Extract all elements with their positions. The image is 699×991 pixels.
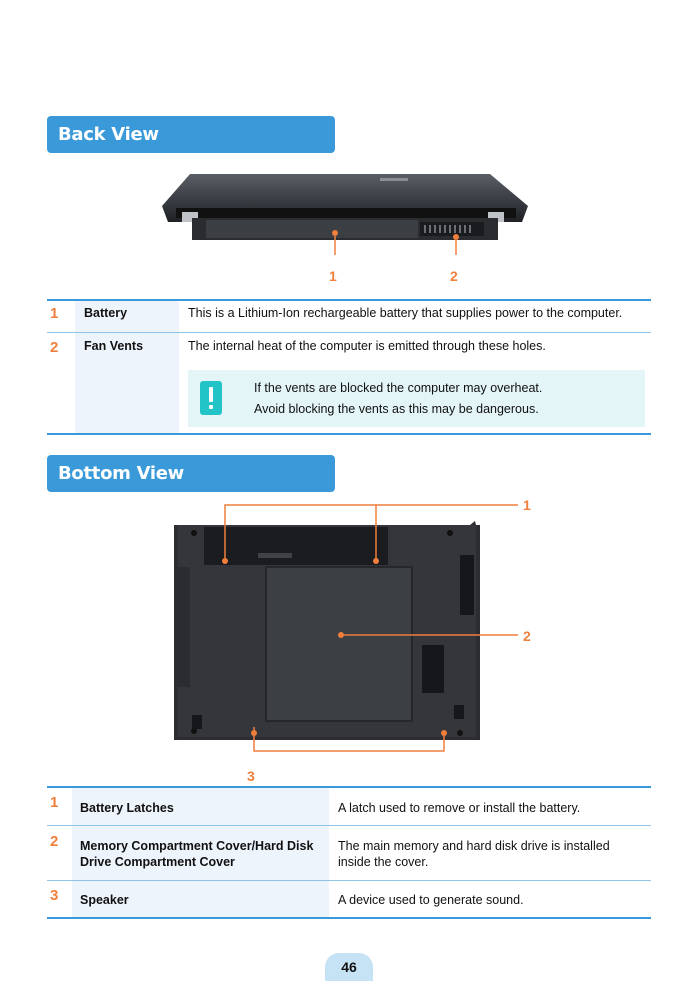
callout-2: 2 [523,628,531,644]
callout-3: 3 [247,768,255,784]
row-label: Speaker [80,893,129,907]
row-description: A device used to generate sound. [338,893,524,907]
row-number: 2 [50,833,59,850]
row-number: 1 [50,305,59,322]
row-label: Battery [84,306,128,320]
callout-1: 1 [329,268,337,284]
table-bottom-rule [47,917,651,919]
page-number: 46 [325,953,373,981]
label-column-shade [72,788,329,918]
section-title-bottom-view: Bottom View [47,455,335,492]
label-column-shade [75,301,179,434]
row-description-line-2: inside the cover. [338,855,429,869]
row-number: 2 [50,339,59,356]
note-line-2: Avoid blocking the vents as this may be … [254,402,539,416]
table-bottom-rule [47,433,651,435]
row-label-line-2: Drive Compartment Cover [80,855,235,869]
row-description: The internal heat of the computer is emi… [188,339,546,353]
caution-note: If the vents are blocked the computer ma… [188,370,645,427]
row-label-line-1: Memory Compartment Cover/Hard Disk [80,839,314,853]
row-description: A latch used to remove or install the ba… [338,801,581,815]
table-top-rule [47,786,651,788]
note-line-1: If the vents are blocked the computer ma… [254,381,543,395]
row-description-line-1: The main memory and hard disk drive is i… [338,839,610,853]
row-description: This is a Lithium-Ion rechargeable batte… [188,306,623,320]
callout-1: 1 [523,497,531,513]
row-number: 1 [50,794,59,811]
row-divider [47,825,651,826]
row-label: Battery Latches [80,801,174,815]
laptop-back-image [162,174,528,255]
row-label: Fan Vents [84,339,144,353]
laptop-bottom-image [174,504,518,752]
exclamation-icon [200,381,222,415]
row-divider [47,332,651,333]
row-number: 3 [50,887,59,904]
section-title-back-view: Back View [47,116,335,153]
row-divider [47,880,651,881]
table-top-rule [47,299,651,301]
callout-2: 2 [450,268,458,284]
